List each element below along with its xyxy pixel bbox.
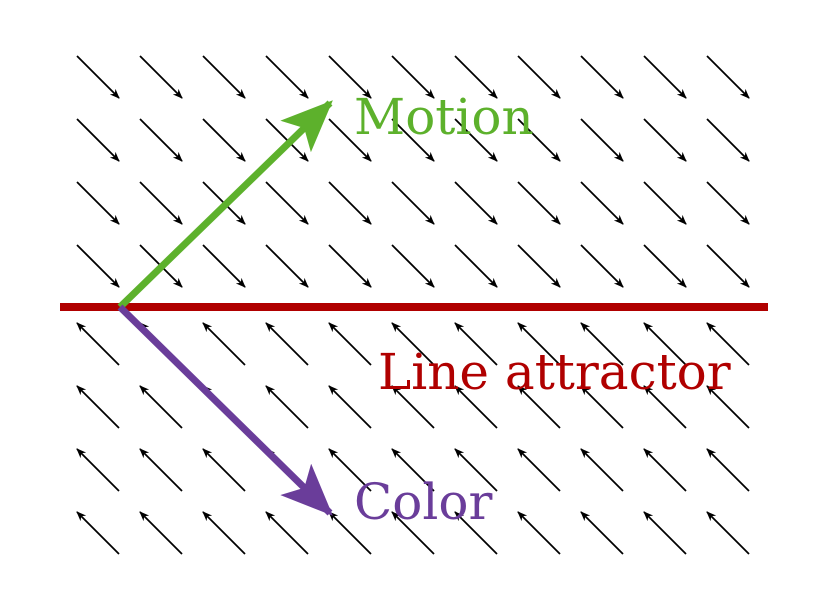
flow-arrow-up-left	[580, 385, 624, 429]
flow-arrow-up-left	[328, 511, 372, 555]
flow-arrow-down-right	[454, 55, 498, 99]
flow-arrow-down-right	[454, 118, 498, 162]
flow-arrow-up-left	[517, 322, 561, 366]
flow-arrow-down-right	[328, 244, 372, 288]
flow-arrow-down-right	[202, 118, 246, 162]
flow-arrow-up-left	[76, 322, 120, 366]
flow-arrow-down-right	[202, 55, 246, 99]
flow-arrow-down-right	[706, 118, 750, 162]
flow-arrow-up-left	[454, 511, 498, 555]
flow-arrow-down-right	[76, 181, 120, 225]
line-attractor-label: Line attractor	[378, 343, 731, 401]
flow-arrow-down-right	[139, 55, 183, 99]
flow-arrow-down-right	[139, 181, 183, 225]
flow-arrow-up-left	[328, 322, 372, 366]
flow-arrow-up-left	[706, 385, 750, 429]
flow-arrow-up-left	[265, 385, 309, 429]
flow-arrow-up-left	[580, 448, 624, 492]
flow-arrow-down-right	[454, 181, 498, 225]
flow-arrow-down-right	[580, 55, 624, 99]
flow-arrow-down-right	[643, 244, 687, 288]
flow-arrow-down-right	[580, 181, 624, 225]
flow-arrow-up-left	[139, 511, 183, 555]
flow-arrow-up-left	[391, 385, 435, 429]
flow-arrow-up-left	[202, 448, 246, 492]
flow-arrow-down-right	[517, 244, 561, 288]
flow-arrow-down-right	[391, 118, 435, 162]
flow-arrow-up-left	[454, 448, 498, 492]
flow-arrow-up-left	[391, 322, 435, 366]
flow-arrow-down-right	[580, 118, 624, 162]
color-axis-arrow	[117, 304, 333, 516]
flow-arrow-down-right	[454, 244, 498, 288]
flow-arrow-down-right	[328, 181, 372, 225]
flow-arrow-up-left	[643, 385, 687, 429]
flow-arrow-up-left	[328, 448, 372, 492]
flow-arrow-up-left	[202, 322, 246, 366]
flow-arrow-up-left	[202, 511, 246, 555]
flow-arrow-down-right	[328, 118, 372, 162]
motion-axis-arrow	[117, 100, 333, 310]
flow-arrow-up-left	[580, 511, 624, 555]
flow-arrow-down-right	[76, 244, 120, 288]
flow-arrow-up-left	[580, 322, 624, 366]
flow-arrow-up-left	[706, 322, 750, 366]
flow-arrow-up-left	[517, 385, 561, 429]
flow-arrow-up-left	[76, 511, 120, 555]
flow-arrow-up-left	[76, 385, 120, 429]
flow-arrow-down-right	[391, 181, 435, 225]
flow-arrow-up-left	[76, 448, 120, 492]
flow-arrow-down-right	[391, 244, 435, 288]
flow-arrow-down-right	[643, 181, 687, 225]
flow-arrow-up-left	[391, 511, 435, 555]
flow-arrow-down-right	[580, 244, 624, 288]
flow-arrow-down-right	[265, 55, 309, 99]
flow-arrow-down-right	[517, 118, 561, 162]
flow-arrow-down-right	[517, 181, 561, 225]
flow-arrow-up-left	[517, 511, 561, 555]
flow-arrow-down-right	[328, 55, 372, 99]
flow-arrow-up-left	[265, 322, 309, 366]
flow-arrow-down-right	[265, 244, 309, 288]
flow-arrow-down-right	[139, 118, 183, 162]
flow-arrow-down-right	[706, 55, 750, 99]
flow-arrow-down-right	[517, 55, 561, 99]
flow-arrow-down-right	[76, 118, 120, 162]
flow-arrow-down-right	[391, 55, 435, 99]
flow-arrow-down-right	[706, 181, 750, 225]
flow-arrow-up-left	[265, 511, 309, 555]
flow-arrow-up-left	[454, 322, 498, 366]
flow-field	[76, 55, 750, 555]
flow-arrow-down-right	[643, 55, 687, 99]
flow-arrow-up-left	[328, 385, 372, 429]
flow-arrow-down-right	[265, 181, 309, 225]
flow-arrow-up-left	[643, 448, 687, 492]
flow-arrow-up-left	[706, 511, 750, 555]
flow-arrow-up-left	[643, 322, 687, 366]
flow-arrow-down-right	[202, 244, 246, 288]
flow-arrow-up-left	[706, 448, 750, 492]
flow-arrow-up-left	[517, 448, 561, 492]
flow-arrow-down-right	[706, 244, 750, 288]
flow-arrow-up-left	[643, 511, 687, 555]
flow-arrow-up-left	[391, 448, 435, 492]
flow-arrow-down-right	[643, 118, 687, 162]
flow-arrow-down-right	[76, 55, 120, 99]
motion-label: Motion	[354, 88, 534, 146]
color-label: Color	[354, 473, 492, 531]
flow-arrow-up-left	[139, 448, 183, 492]
flow-arrow-up-left	[139, 385, 183, 429]
flow-arrow-up-left	[454, 385, 498, 429]
